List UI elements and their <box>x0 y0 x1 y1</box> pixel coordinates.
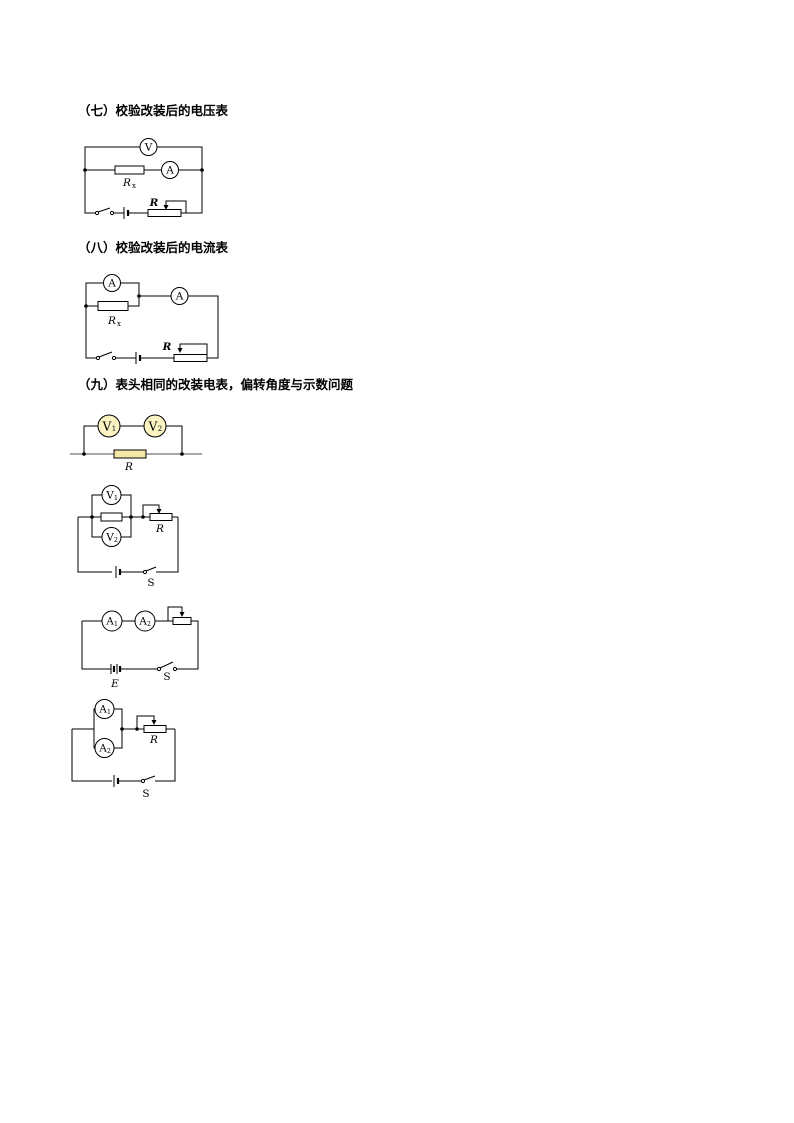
v1-subscript: 1 <box>112 425 116 433</box>
ammeter-a1-icon <box>101 610 123 632</box>
ammeter-a2-icon <box>94 738 115 758</box>
v2-subscript: 2 <box>114 536 118 544</box>
voltmeter-v1-icon <box>101 485 122 505</box>
voltmeter-v2-icon <box>101 527 122 547</box>
standard-ammeter-icon <box>170 287 189 305</box>
a1-subscript: 1 <box>114 620 118 628</box>
voltmeter-v2-icon <box>143 414 167 438</box>
a1-label: A <box>105 616 114 628</box>
section-7-heading: （七）校验改装后的电压表 <box>78 103 229 118</box>
ammeter-label: A <box>165 165 174 177</box>
voltmeters-series-parallel-circuit: V 1 V 2 R <box>70 414 202 473</box>
emf-label: E <box>110 678 119 690</box>
ammeter-a-icon <box>103 274 121 292</box>
resistor-rx-icon <box>97 301 129 311</box>
v2-label: V <box>105 532 114 544</box>
voltmeter-label: V <box>144 142 153 154</box>
ammeter-icon <box>161 161 179 179</box>
a2-label: A <box>98 743 107 755</box>
ammeter-calibration-circuit: A A R x R <box>84 274 219 364</box>
voltmeter-calibration-circuit: V A R x R <box>83 138 204 219</box>
switch-label: S <box>147 577 154 589</box>
v2-subscript: 2 <box>158 425 162 433</box>
rx-label: R <box>122 177 131 189</box>
rheostat-icon <box>173 354 208 362</box>
v1-label: V <box>105 490 114 502</box>
v2-label: V <box>148 420 158 434</box>
switch-icon <box>142 569 148 575</box>
ammeter-a2-icon <box>134 610 156 632</box>
voltmeters-parallel-circuit: V 1 V 2 R S <box>77 485 179 589</box>
standard-ammeter-label: A <box>175 291 184 303</box>
resistor-icon <box>100 512 123 522</box>
voltmeter-icon <box>139 138 158 156</box>
switch-icon <box>94 210 100 216</box>
rx-subscript: x <box>132 182 136 190</box>
v1-subscript: 1 <box>114 494 118 502</box>
rheostat-label: R <box>149 734 158 746</box>
ammeters-parallel-circuit: A 1 A 2 R S <box>71 699 176 800</box>
rx-subscript: x <box>117 320 121 328</box>
switch-icon <box>156 666 162 672</box>
a1-label: A <box>98 704 107 716</box>
rheostat-label: R <box>155 523 164 535</box>
rheostat-icon <box>149 513 173 521</box>
rheostat-label: R <box>162 341 172 353</box>
switch-icon <box>95 355 101 361</box>
ammeters-series-circuit: A 1 A 2 E S <box>81 606 199 690</box>
r-label: R <box>124 461 133 473</box>
section-9-heading: （九）表头相同的改装电表，偏转角度与示数问题 <box>78 377 354 392</box>
a2-label: A <box>138 616 147 628</box>
a2-subscript: 2 <box>147 620 151 628</box>
rheostat-icon <box>143 725 167 733</box>
resistor-rx-icon <box>114 165 145 175</box>
a1-subscript: 1 <box>107 708 111 716</box>
ammeter-a1-icon <box>94 699 115 719</box>
switch-icon <box>140 778 146 784</box>
rheostat-icon <box>147 209 182 217</box>
voltmeter-v1-icon <box>97 414 121 438</box>
ammeter-a-label: A <box>107 278 116 290</box>
rheostat-icon <box>172 617 192 625</box>
switch-label: S <box>142 788 149 800</box>
v1-label: V <box>102 420 112 434</box>
rx-label: R <box>107 315 116 327</box>
a2-subscript: 2 <box>107 747 111 755</box>
section-8-heading: （八）校验改装后的电流表 <box>78 240 229 255</box>
rheostat-label: R <box>149 197 159 209</box>
resistor-r-icon <box>113 449 147 459</box>
switch-label: S <box>163 671 170 683</box>
